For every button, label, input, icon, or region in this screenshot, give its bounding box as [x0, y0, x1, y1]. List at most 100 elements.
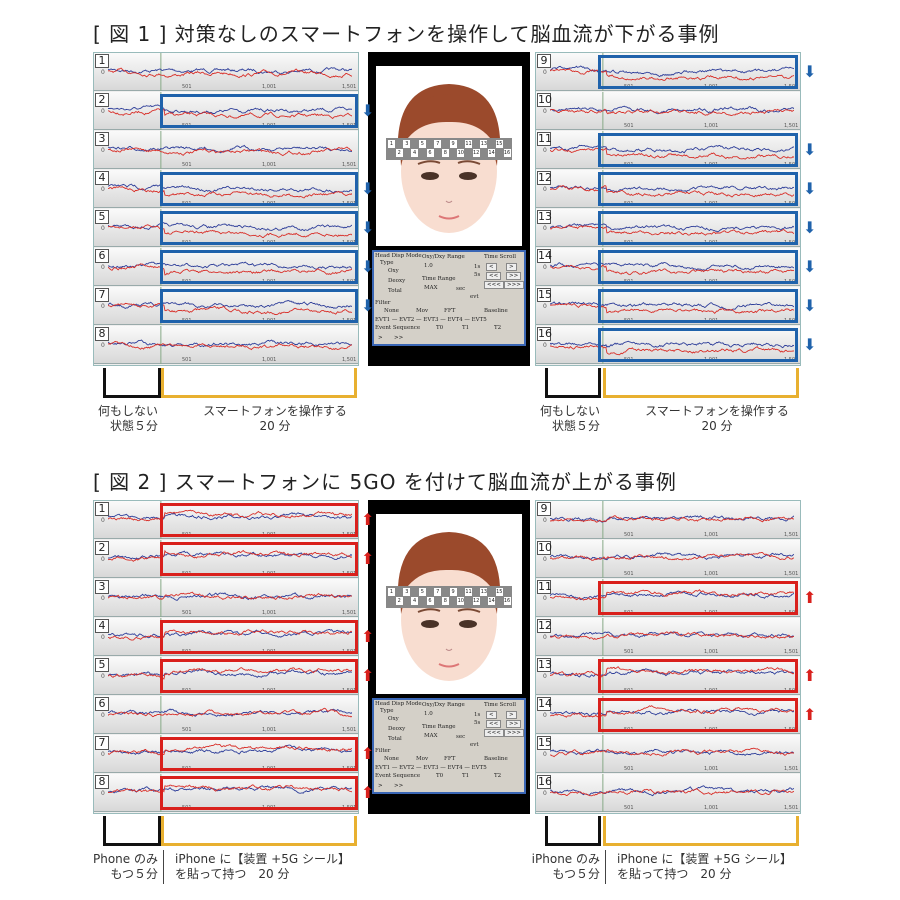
- control-btn-gt[interactable]: >: [506, 711, 517, 719]
- tick-label: 501: [624, 766, 634, 772]
- highlight-box: [160, 776, 358, 810]
- control-deoxy[interactable]: Deoxy: [388, 726, 406, 732]
- control-range-value[interactable]: 1.0: [424, 263, 433, 269]
- control-btn-lt[interactable]: <: [486, 263, 497, 271]
- control-time-value[interactable]: MAX: [424, 733, 438, 739]
- tick-label: 501: [624, 649, 634, 655]
- control-btn-ggg[interactable]: >>>: [504, 729, 524, 737]
- control-btn-gg[interactable]: >>: [506, 720, 522, 728]
- control-oxy[interactable]: Oxy: [388, 268, 399, 274]
- highlight-box: [160, 289, 358, 323]
- control-range-value[interactable]: 1.0: [424, 711, 433, 717]
- oxy-trace-blue: [550, 748, 794, 756]
- sensor-label: 3: [403, 140, 411, 148]
- control-btn-gg[interactable]: >>: [506, 272, 522, 280]
- zero-label: 0: [101, 264, 105, 271]
- control-t0: T0: [436, 773, 444, 779]
- arrow-down-icon: ⬇: [803, 62, 817, 81]
- control-t2: T2: [494, 773, 502, 779]
- tick-label: 501: [182, 610, 192, 616]
- control-total[interactable]: Total: [388, 288, 402, 294]
- bracket-phone: [603, 816, 799, 846]
- control-btn-lll[interactable]: <<<: [484, 729, 504, 737]
- control-play[interactable]: >: [378, 335, 383, 341]
- control-btn-gt[interactable]: >: [506, 263, 517, 271]
- control-mov[interactable]: Mov: [416, 308, 429, 314]
- control-time-value[interactable]: MAX: [424, 285, 438, 291]
- tick-label: 501: [624, 123, 634, 129]
- control-mov[interactable]: Mov: [416, 756, 429, 762]
- sensor-label: 1: [388, 140, 395, 148]
- tick-label: 1,501: [342, 727, 357, 733]
- control-play[interactable]: >: [378, 783, 383, 789]
- tick-label: 1,501: [342, 162, 357, 168]
- control-btn-ggg[interactable]: >>>: [504, 281, 524, 289]
- rest-label-line1: Phone のみ: [93, 852, 158, 866]
- sensor-label: 1: [388, 588, 395, 596]
- sensor-label: 14: [488, 149, 496, 157]
- zero-label: 0: [101, 790, 105, 797]
- control-none[interactable]: None: [384, 308, 399, 314]
- control-baseline[interactable]: Baseline: [484, 308, 508, 314]
- zero-label: 0: [101, 595, 105, 602]
- control-evts: EVT1 — EVT2 — EVT3 — EVT4 — EVT5: [375, 317, 487, 323]
- control-scroll-title: Time Scroll: [484, 702, 516, 708]
- tick-label: 1,001: [262, 727, 277, 733]
- oxy-trace-blue: [108, 222, 352, 232]
- rest-label-line2: もつ５分: [110, 867, 158, 881]
- control-ff[interactable]: >>: [394, 783, 404, 789]
- control-btn-ll[interactable]: <<: [486, 272, 502, 280]
- control-baseline[interactable]: Baseline: [484, 756, 508, 762]
- control-fft[interactable]: FFT: [444, 308, 456, 314]
- control-evt: evt: [470, 294, 479, 300]
- control-btn-lll[interactable]: <<<: [484, 281, 504, 289]
- arrow-up-icon: ⬆: [361, 627, 375, 646]
- control-btn-lt[interactable]: <: [486, 711, 497, 719]
- control-deoxy[interactable]: Deoxy: [388, 278, 406, 284]
- control-total[interactable]: Total: [388, 736, 402, 742]
- control-fft[interactable]: FFT: [444, 756, 456, 762]
- tick-label: 1,001: [262, 162, 277, 168]
- control-oxy[interactable]: Oxy: [388, 716, 399, 722]
- control-btn-ll[interactable]: <<: [486, 720, 502, 728]
- control-ff[interactable]: >>: [394, 335, 404, 341]
- channel-number: 7: [95, 736, 109, 750]
- control-none[interactable]: None: [384, 756, 399, 762]
- oxy-trace-red: [108, 549, 352, 562]
- oxy-trace-blue: [108, 144, 352, 154]
- oxy-trace-red: [108, 667, 352, 680]
- figure-title: [ 図 1 ] 対策なしのスマートフォンを操作して脳血流が下がる事例: [93, 22, 720, 46]
